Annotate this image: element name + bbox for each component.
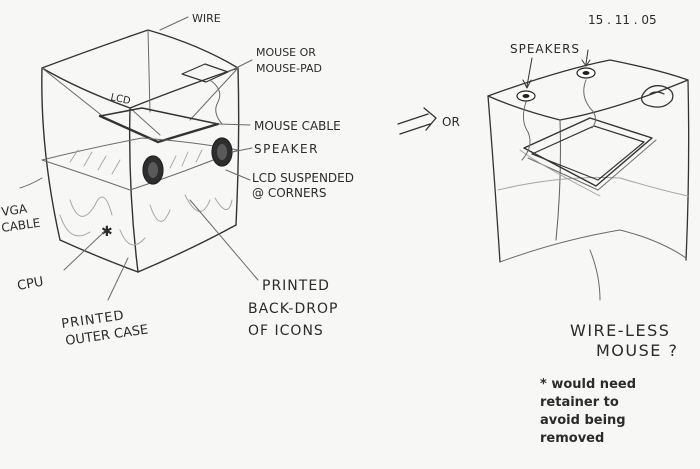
- wireless-mouse-label-line1: WIRE-LESS: [570, 321, 670, 340]
- lcd-suspended-label-line1: LCD SUSPENDED: [252, 171, 354, 185]
- or-arrow-icon: [397, 107, 437, 135]
- mouse-pad-label-line2: MOUSE-PAD: [256, 62, 322, 75]
- lcd-box-sketch: ✱: [19, 29, 240, 273]
- cpu-label: CPU: [16, 275, 45, 294]
- vga-label-line2: CABLE: [0, 216, 41, 235]
- svg-text:✱: ✱: [101, 224, 113, 240]
- retainer-note-line1: * would need: [540, 377, 636, 392]
- alternate-box-sketch: [487, 49, 690, 301]
- or-label: OR: [442, 115, 460, 129]
- speakers-label: SPEAKERS: [510, 42, 580, 56]
- mouse-pad-label-line1: MOUSE OR: [256, 46, 316, 59]
- mouse-cable-label: MOUSE CABLE: [254, 119, 341, 133]
- retainer-note-line2: retainer to: [540, 395, 619, 410]
- sketch-date: 15 . 11 . 05: [588, 13, 657, 27]
- retainer-note-line4: removed: [540, 431, 604, 446]
- leader-lines: [63, 16, 259, 301]
- wireless-mouse-label-line2: MOUSE ?: [596, 341, 678, 360]
- backdrop-label-line2: BACK-DROP: [248, 301, 338, 317]
- speaker-label: SPEAKER: [254, 142, 319, 156]
- backdrop-label-line3: OF ICONS: [248, 323, 324, 339]
- lcd-label: LCD: [109, 92, 131, 107]
- wire-label: WIRE: [192, 12, 221, 25]
- retainer-note-line3: avoid being: [540, 413, 626, 428]
- backdrop-label-line1: PRINTED: [262, 278, 330, 294]
- lcd-suspended-label-line2: @ CORNERS: [252, 186, 327, 200]
- vga-label-line1: VGA: [0, 201, 28, 219]
